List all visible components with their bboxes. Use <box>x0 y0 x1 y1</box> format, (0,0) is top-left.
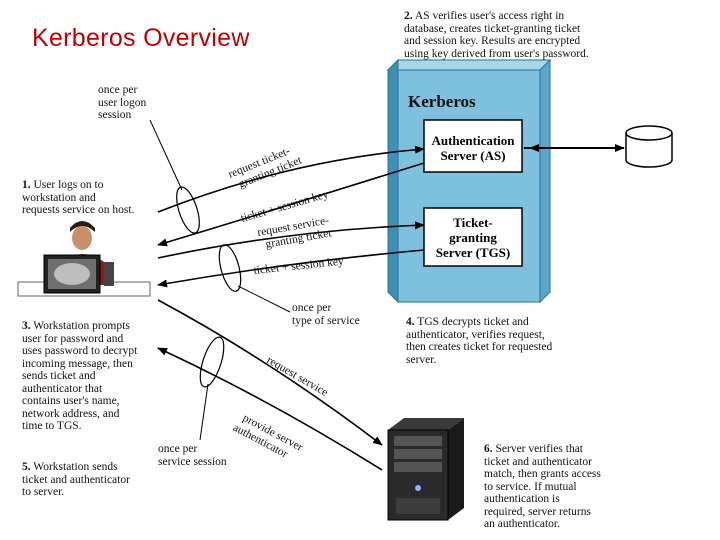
step-4-number: 4. <box>406 316 415 328</box>
step-4: 4. TGS decrypts ticket and authenticator… <box>406 316 552 366</box>
server-tower-icon <box>387 418 464 521</box>
step-5: 5. Workstation sends ticket and authenti… <box>22 461 130 499</box>
note-once-per-service-type: once per type of service <box>292 302 360 327</box>
step-1-text: User logs on to workstation and requests… <box>22 179 135 216</box>
arrow-ticket-session-key-2 <box>157 249 425 288</box>
logon-session-ellipse <box>176 186 200 234</box>
step-6: 6. Server verifies that ticket and authe… <box>484 443 601 531</box>
note-once-per-service-session: once per service session <box>158 443 227 468</box>
database-icon <box>625 125 673 168</box>
arrow-request-tgt <box>157 145 425 213</box>
arrow-request-service <box>157 299 383 446</box>
service-type-pointer <box>237 285 291 313</box>
step-2-number: 2. <box>404 10 413 22</box>
step-3-text: Workstation prompts user for password an… <box>22 320 138 432</box>
service-type-ellipse <box>218 244 242 292</box>
as-box-line2: Server (AS) <box>440 148 505 163</box>
service-session-pointer <box>199 383 209 441</box>
note-once-per-logon: once per user logon session <box>98 84 147 121</box>
step-3-number: 3. <box>22 320 31 332</box>
step-5-text: Workstation sends ticket and authenticat… <box>22 461 130 498</box>
arrow-tgt-session-key <box>157 162 425 247</box>
kerberos-label: Kerberos <box>408 92 476 111</box>
step-1-number: 1. <box>22 179 31 191</box>
tgs-box-line2: granting <box>449 230 497 245</box>
tgs-box-line1: Ticket- <box>453 215 492 230</box>
arrow-provide-authenticator <box>157 347 383 471</box>
arrow-request-service-tgt <box>157 221 425 259</box>
logon-note-pointer <box>149 119 183 191</box>
step-6-number: 6. <box>484 443 493 455</box>
user-at-workstation-icon <box>17 221 151 297</box>
step-2-text: AS verifies user's access right in datab… <box>404 10 589 60</box>
page-title: Kerberos Overview <box>32 24 250 52</box>
service-session-ellipse <box>199 336 225 388</box>
step-3: 3. Workstation prompts user for password… <box>22 320 137 433</box>
label-request-service: request service <box>265 354 330 399</box>
step-1: 1. User logs on to workstation and reque… <box>22 179 134 217</box>
label-ticket-session-key-2: ticket + session key <box>253 256 344 277</box>
as-box <box>423 119 523 173</box>
step-4-text: TGS decrypts ticket and authenticator, v… <box>406 316 553 366</box>
step-6-text: Server verifies that ticket and authenti… <box>484 443 601 530</box>
tgs-box <box>423 207 523 267</box>
tgs-box-line3: Server (TGS) <box>436 245 511 260</box>
step-5-number: 5. <box>22 461 31 473</box>
step-2: 2. AS verifies user's access right in da… <box>404 10 589 60</box>
as-box-line1: Authentication <box>431 133 515 148</box>
